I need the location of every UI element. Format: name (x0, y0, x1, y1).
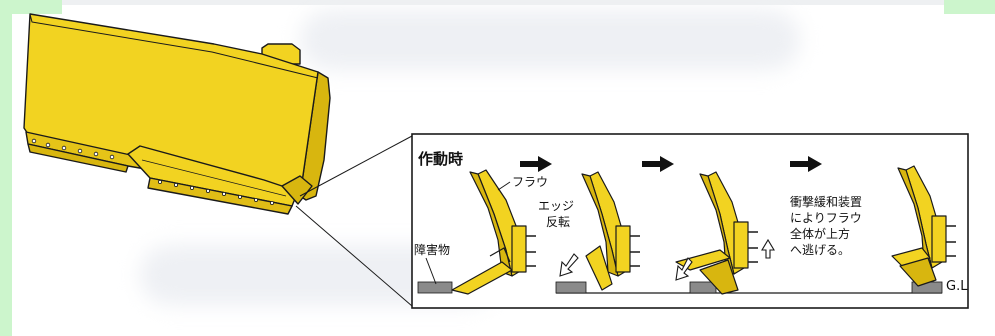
faded-background-text (300, 10, 800, 70)
up-arrow-icon (761, 238, 775, 259)
motion-arrows (559, 238, 775, 281)
obstacle-block (555, 281, 587, 294)
direction-arrows (520, 156, 822, 172)
flow-label: フラウ (512, 175, 548, 189)
plow-stage-2 (581, 171, 640, 291)
bulldozer-blade-illustration (23, 13, 331, 215)
shock-absorber-label-line-3: 全体が上方 (790, 226, 850, 241)
reverse-label: 反転 (546, 215, 570, 229)
plow-stage-4 (891, 165, 956, 287)
right-arrow-icon (520, 156, 552, 172)
shock-absorber-label-line-4: へ逃げる。 (790, 243, 850, 257)
shock-absorber-label-line-1: 衝撃緩和装置 (790, 194, 862, 209)
ground-level-label: G.L (946, 279, 968, 294)
obstacle-label: 障害物 (414, 242, 450, 257)
background-strip-left (0, 0, 12, 336)
plow-stage-1 (451, 169, 536, 295)
blade-bolt-holes (31, 138, 274, 205)
background-strip-top-left (0, 0, 62, 14)
shock-absorber-label-line-2: によりフラウ (790, 211, 862, 225)
down-left-arrow-icon (559, 253, 579, 277)
label-leader-lines (425, 181, 511, 285)
right-arrow-icon (642, 156, 674, 172)
down-left-arrow-icon (675, 257, 693, 281)
callout-lines (295, 135, 413, 307)
background-top-strip (62, 0, 944, 5)
detail-title: 作動時 (418, 150, 463, 168)
edge-label: エッジ (538, 199, 574, 213)
background-strip-top-right (944, 0, 995, 14)
right-arrow-icon (790, 156, 822, 172)
obstacle-block (417, 281, 453, 294)
